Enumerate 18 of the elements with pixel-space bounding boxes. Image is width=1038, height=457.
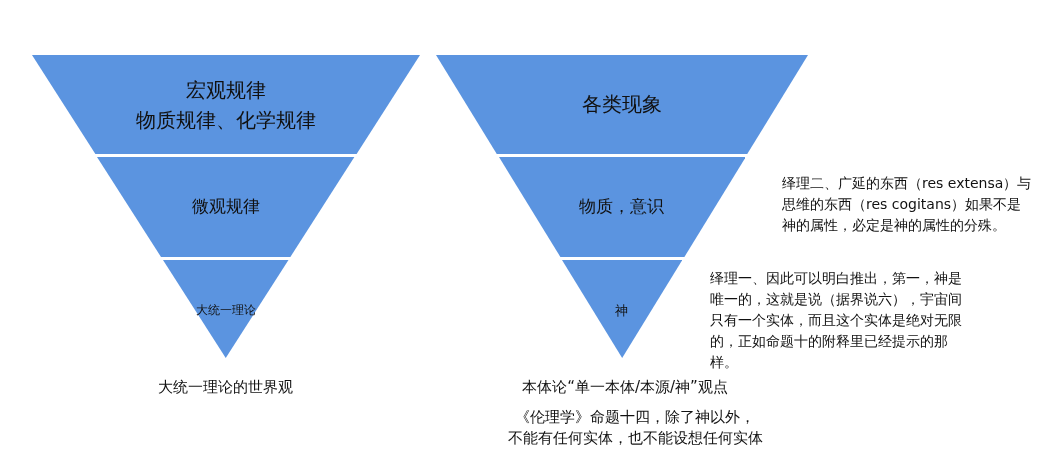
note-text: 绎理二、广延的东西（res extensa）与思维的东西（res cogitans）如果不是神的属性，必定是神的属性的分殊。	[782, 174, 1032, 235]
band-label: 各类现象	[581, 91, 663, 118]
band-label: 神	[614, 302, 630, 320]
caption-text: 本体论“单一本体/本源/神”观点	[521, 377, 729, 398]
band-label: 大统一理论	[195, 302, 257, 319]
pyramid-band	[498, 157, 746, 257]
pyramid-band	[436, 55, 808, 154]
band-label: 微观规律	[191, 195, 261, 218]
pyramid-band	[32, 55, 420, 154]
band-label: 宏观规律	[185, 77, 267, 104]
pyramid-tip	[561, 260, 683, 358]
caption-text: 大统一理论的世界观	[156, 377, 294, 398]
pyramid-band	[97, 157, 355, 257]
note-text: 《伦理学》命题十四，除了神以外，不能有任何实体，也不能设想任何实体	[506, 407, 764, 449]
note-text: 绎理一、因此可以明白推出，第一，神是唯一的，这就是说（据界说六），宇宙间只有一个实体，而且这个实体是绝对无限的，正如命题十的附释里已经提示的那样。	[710, 269, 963, 372]
band-label: 物质规律、化学规律	[135, 107, 317, 134]
band-label: 物质，意识	[578, 195, 666, 218]
pyramid-tip	[163, 260, 289, 358]
